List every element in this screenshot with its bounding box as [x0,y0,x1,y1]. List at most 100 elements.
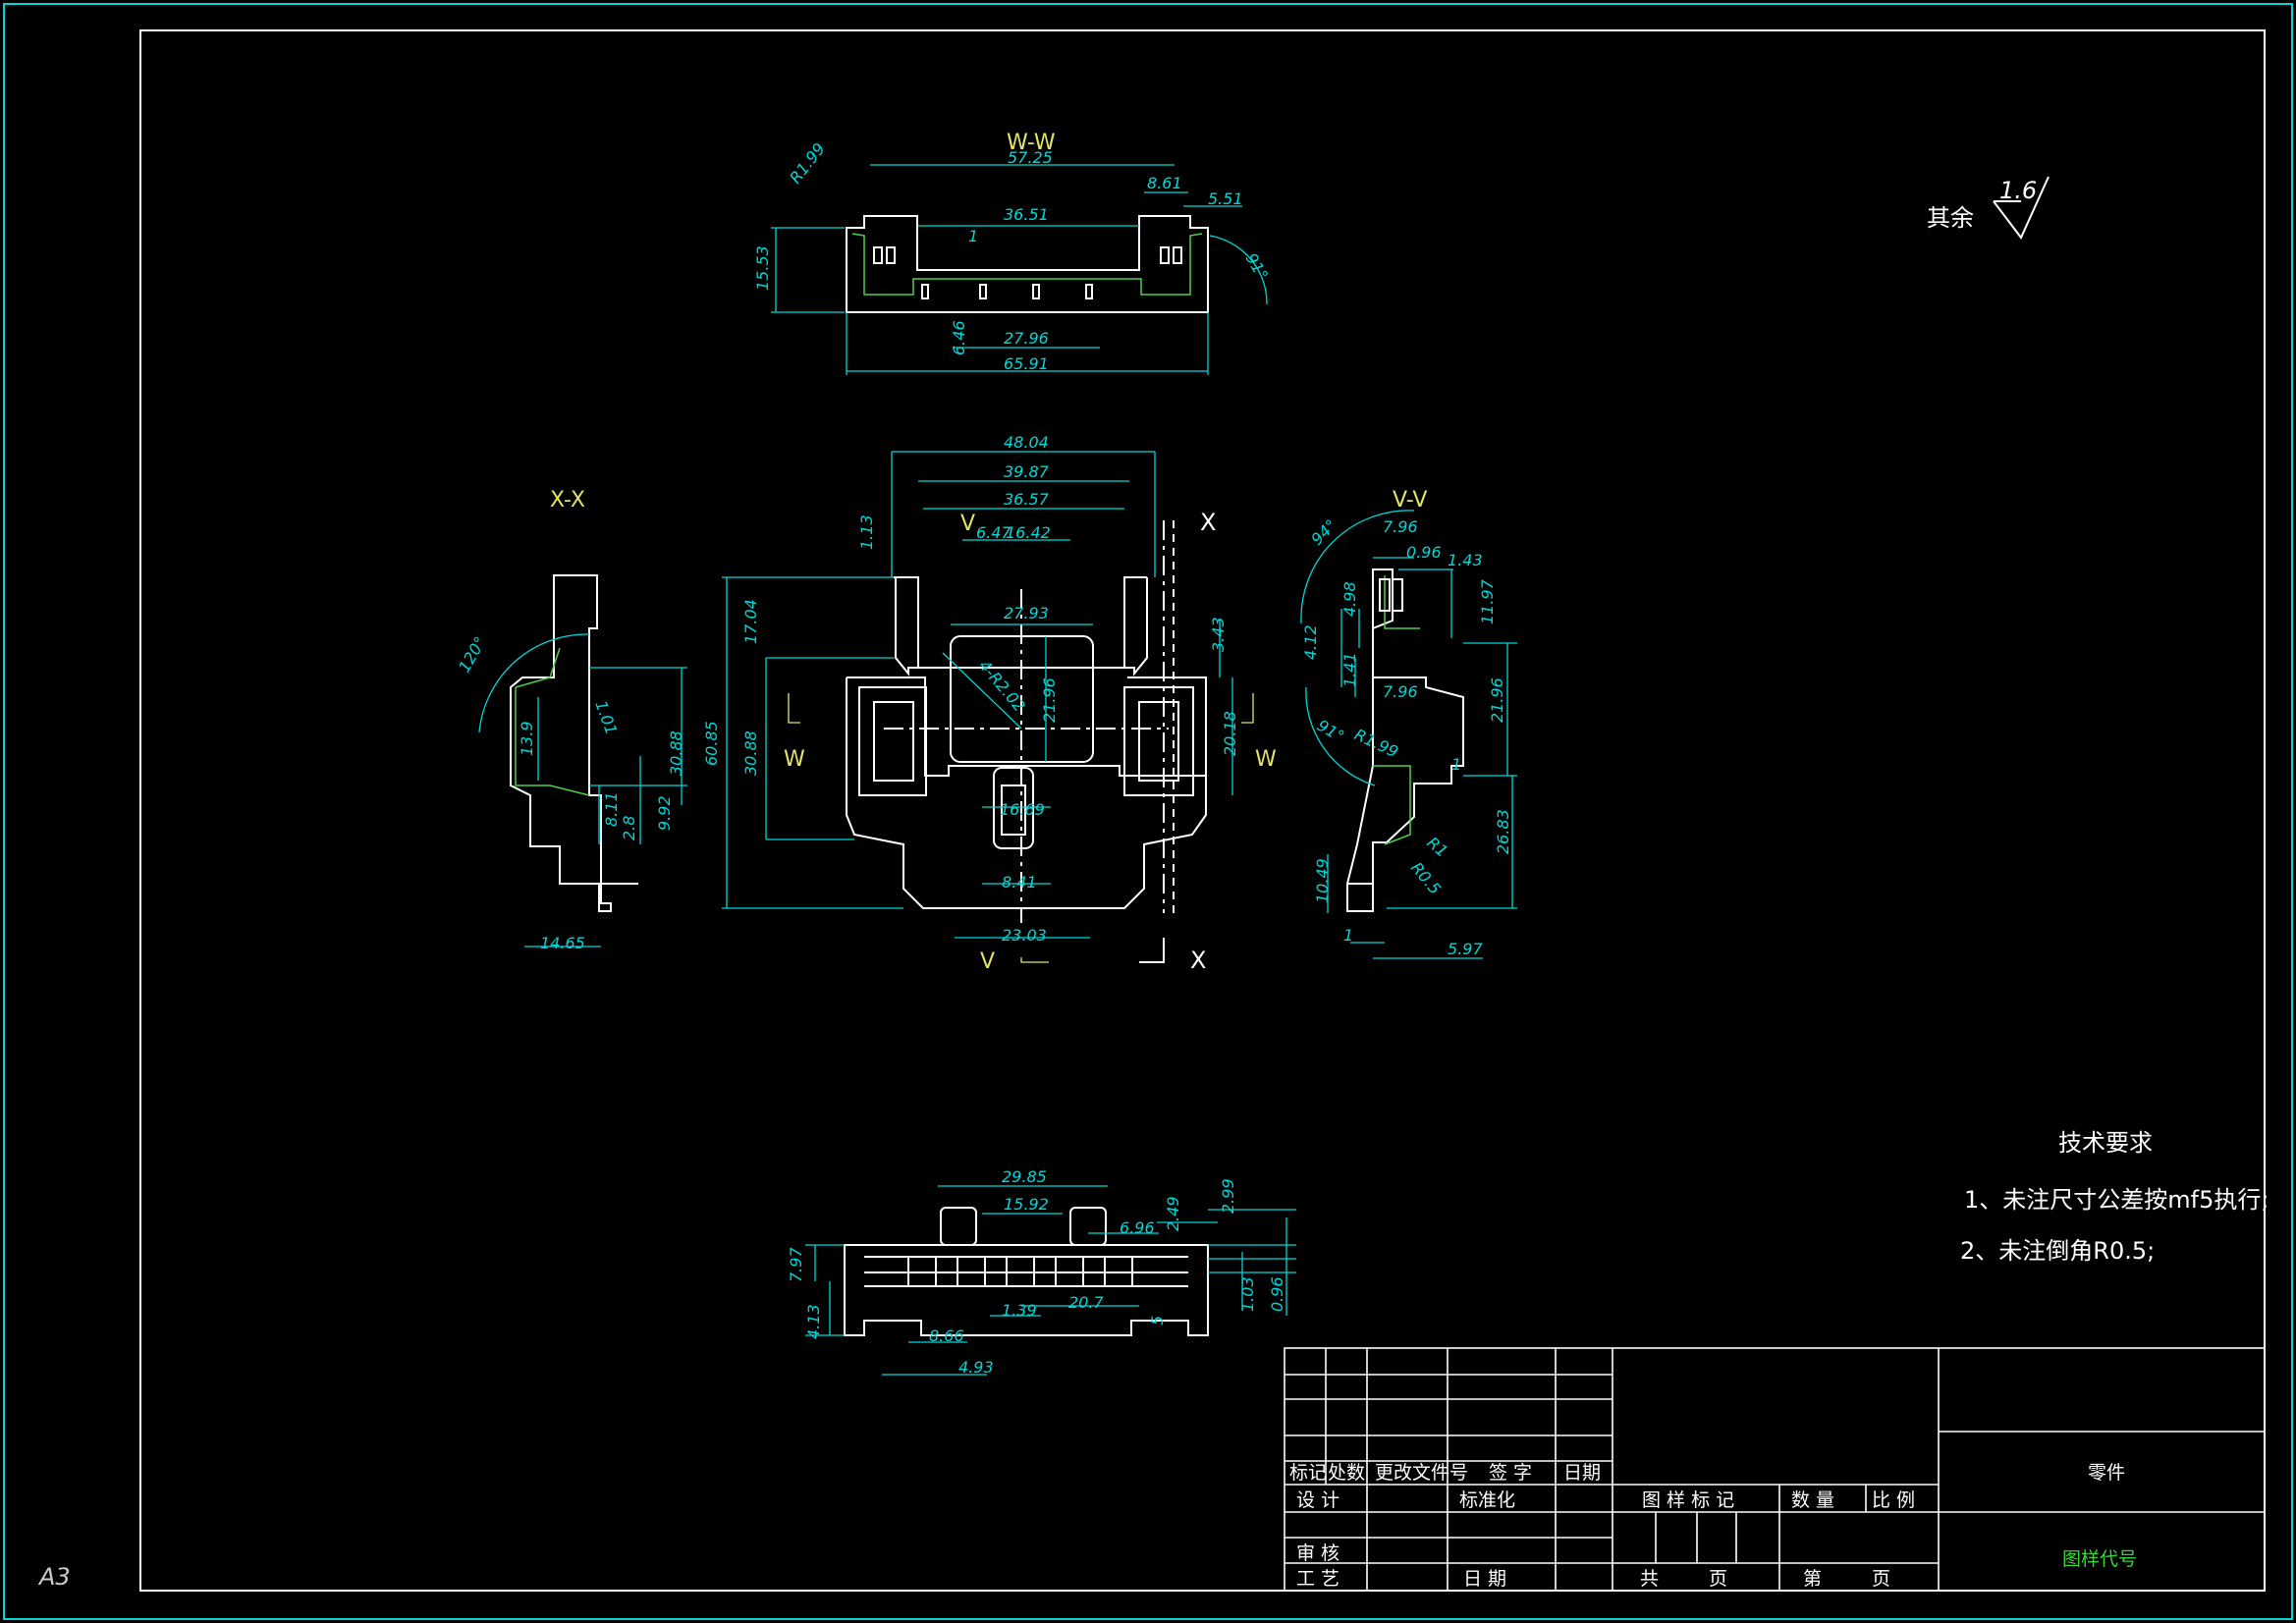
dim-1-41: 1.41 [1340,652,1359,687]
tb-standardize: 标准化 [1459,1489,1515,1511]
dim-60-85: 60.85 [702,721,721,766]
dim-30-88-front: 30.88 [741,730,760,776]
marker-x-top: X [1200,509,1216,536]
dim-15-53: 15.53 [753,245,772,291]
dim-r1-99: R1.99 [786,139,829,188]
title-block-text: 标记 处数 更改文件号 签 字 日期 设 计 标准化 审 核 工 艺 日 期 图… [1289,1462,2137,1590]
tb-change-doc: 更改文件号 [1375,1462,1468,1484]
marker-w-right: W [1255,747,1277,772]
dim-6-47: 6.47 [976,523,1011,542]
dim-23-03: 23.03 [1002,926,1047,945]
dim-8-66: 8.66 [929,1326,964,1345]
dim-1-vv-a: 1 [1451,755,1461,774]
dim-20-7: 20.7 [1068,1293,1104,1312]
dim-120deg: 120° [455,633,490,676]
dim-14-65: 14.65 [540,934,585,952]
tb-date-col: 日期 [1563,1462,1601,1484]
dim-39-87: 39.87 [1004,462,1050,481]
dim-7-96-a: 7.96 [1383,517,1418,536]
view-vv: V-V 7.96 0.96 1.43 94° 4.98 4.12 11.97 1… [1300,488,1517,959]
dim-65-91: 65.91 [1004,354,1049,373]
dim-0-96-bottom: 0.96 [1268,1276,1286,1312]
marker-v-bottom: V [980,949,995,974]
tb-sheet-word: 页 [1709,1568,1727,1590]
dim-20-18: 20.18 [1221,711,1239,756]
dim-1-01: 1.01 [591,698,621,737]
view-bottom: 29.85 15.92 6.96 2.49 2.99 7.97 1.39 20.… [787,1167,1296,1377]
dim-1: 1 [968,227,978,245]
dim-15-92: 15.92 [1004,1195,1049,1214]
dim-7-97: 7.97 [787,1247,805,1282]
dim-r1-99-vv: R1.99 [1351,725,1400,761]
dim-1-03: 1.03 [1238,1276,1257,1312]
view-xx: X-X 120° 1.01 13.9 30.88 8.11 2.8 9.92 1… [455,488,687,952]
dim-8-61: 8.61 [1147,174,1182,192]
dim-6-46: 6.46 [950,320,968,355]
dim-10-49: 10.49 [1313,858,1332,903]
tb-nth: 第 [1803,1568,1822,1590]
dim-7-96-b: 7.96 [1383,682,1418,701]
tb-drawing-code: 图样代号 [2062,1548,2137,1570]
dim-5: 5 [1148,1316,1167,1325]
dim-21-96-vv: 21.96 [1488,677,1506,723]
view-ww: W-W 57.25 8.61 5.51 36.51 1 15.53 R1.99 … [753,131,1272,375]
outer-frame [3,3,2293,1620]
dim-r1-vv: R1 [1423,834,1451,861]
roughness-prefix: 其余 [1927,204,1974,232]
dim-57-25: 57.25 [1008,148,1053,167]
inner-frame [139,29,2266,1592]
dim-3-43: 3.43 [1209,617,1228,652]
tb-mark: 标记 [1289,1462,1327,1484]
dim-4-93: 4.93 [958,1358,994,1377]
tb-part-name: 零件 [2088,1462,2125,1484]
dim-8-41: 8.41 [1002,873,1037,892]
tb-total: 共 [1640,1568,1659,1590]
dim-36-51: 36.51 [1004,205,1049,224]
marker-x-bottom: X [1190,947,1206,974]
technical-requirements: 技术要求 1、未注尺寸公差按mf5执行; 2、未注倒角R0.5; [1960,1129,2269,1265]
dim-r0-5: R0.5 [1407,858,1445,897]
tech-req-item-2: 2、未注倒角R0.5; [1960,1237,2155,1265]
tb-process: 工 艺 [1296,1568,1339,1590]
dim-27-96: 27.96 [1004,329,1049,348]
dim-4-13: 4.13 [804,1304,823,1339]
dim-2-49: 2.49 [1164,1196,1182,1231]
section-title-xx: X-X [550,488,585,513]
dim-1-43: 1.43 [1448,551,1483,569]
dim-13-9: 13.9 [518,721,536,756]
dim-4-12: 4.12 [1301,624,1320,660]
dim-21-96-front: 21.96 [1040,677,1059,723]
dim-2-99: 2.99 [1219,1178,1237,1214]
tb-sheet-word-2: 页 [1872,1568,1890,1590]
tb-count: 处数 [1328,1462,1365,1484]
dim-30-88: 30.88 [667,730,685,776]
tb-quantity: 数 量 [1791,1489,1834,1511]
dim-48-04: 48.04 [1004,433,1049,452]
dim-5-51: 5.51 [1208,189,1243,208]
section-title-ww: W-W [1007,131,1056,155]
tb-design: 设 计 [1296,1489,1339,1511]
view-front: 48.04 39.87 36.57 6.47 16.42 1.13 17.04 … [702,433,1277,974]
roughness-value: 1.6 [1999,177,2037,204]
tb-drawing-mark: 图 样 标 记 [1642,1489,1734,1511]
dim-1-39: 1.39 [1002,1301,1037,1320]
dim-8-11: 8.11 [602,791,621,827]
dim-94deg: 94° [1307,515,1339,548]
dim-4-98: 4.98 [1340,581,1359,617]
dim-6-96: 6.96 [1120,1218,1155,1237]
dim-2-8: 2.8 [620,816,638,840]
marker-w-left: W [784,747,805,772]
dim-16-42: 16.42 [1006,523,1051,542]
tb-date: 日 期 [1463,1568,1506,1590]
tb-signature: 签 字 [1489,1462,1532,1484]
dim-5-97: 5.97 [1448,940,1483,958]
tech-req-item-1: 1、未注尺寸公差按mf5执行; [1964,1186,2269,1214]
dim-29-85: 29.85 [1002,1167,1047,1186]
title-block [1284,1347,2266,1592]
dim-9-92: 9.92 [655,795,674,831]
tb-scale: 比 例 [1872,1489,1915,1511]
marker-v-top: V [960,512,975,536]
surface-roughness-symbol: 其余 1.6 [1927,176,2050,240]
dim-26-83: 26.83 [1494,809,1512,854]
